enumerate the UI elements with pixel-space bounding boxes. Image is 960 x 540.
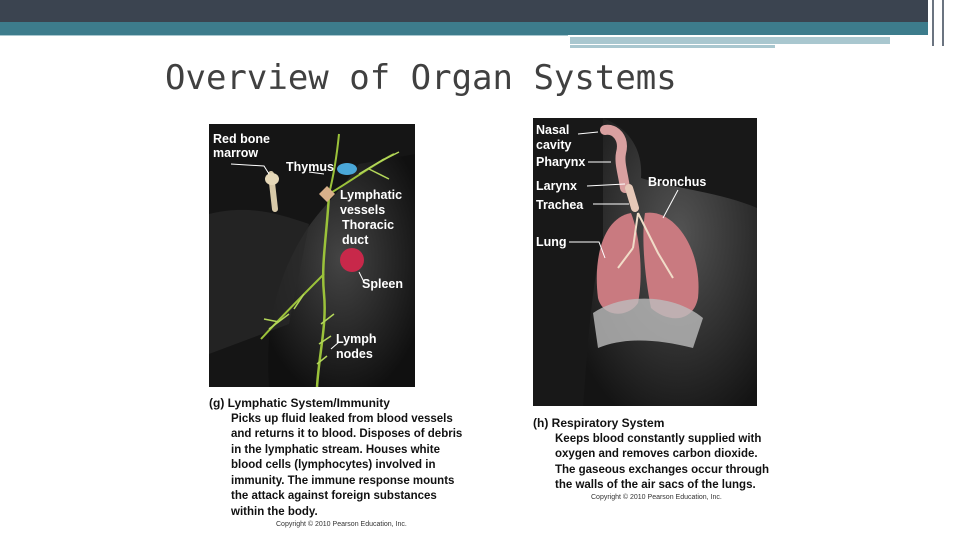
lymphatic-system-figure: Red bone marrow Thymus Lymphatic vessels… <box>209 124 415 387</box>
caption-line: the attack against foreign substances <box>231 490 437 502</box>
lymphatic-caption: (g) Lymphatic System/Immunity Picks up f… <box>209 396 499 520</box>
caption-heading: (h) Respiratory System <box>533 416 665 430</box>
label-line: Lymph <box>336 332 377 346</box>
header-bar-dark <box>0 0 928 22</box>
caption-line: the walls of the air sacs of the lungs. <box>555 479 756 491</box>
label-spleen: Spleen <box>362 277 403 291</box>
respiratory-caption: (h) Respiratory System Keeps blood const… <box>533 416 813 494</box>
label-red-bone-marrow: Red bone marrow <box>213 132 270 160</box>
caption-line: The gaseous exchanges occur through <box>555 463 770 476</box>
label-lung: Lung <box>536 235 567 249</box>
caption-line: immunity. The immune response mounts <box>231 474 455 487</box>
respiratory-system-figure: Nasal cavity Pharynx Larynx Trachea Lung… <box>533 118 757 406</box>
caption-line: and returns it to blood. Disposes of deb… <box>231 428 463 440</box>
header-bar-teal <box>0 22 928 35</box>
label-line: cavity <box>536 138 572 152</box>
label-nasal-cavity: Nasal cavity <box>536 123 571 153</box>
caption-line: Picks up fluid leaked from blood vessels <box>231 412 453 425</box>
caption-heading: (g) Lymphatic System/Immunity <box>209 396 390 410</box>
page-title: Overview of Organ Systems <box>165 58 677 98</box>
header-rule <box>0 35 568 36</box>
header-accent-bar <box>570 37 890 44</box>
label-trachea: Trachea <box>536 198 584 212</box>
caption-body: Keeps blood constantly supplied with oxy… <box>533 432 813 494</box>
label-line: Lymphatic <box>340 188 403 202</box>
caption-line: blood cells (lymphocytes) involved in <box>231 459 436 471</box>
label-lymphatic-vessels: Lymphatic vessels <box>340 188 402 218</box>
label-line: duct <box>342 233 369 247</box>
caption-line: within the body. <box>231 505 318 518</box>
respiratory-illustration <box>533 118 757 406</box>
header-vertical-line <box>942 0 944 46</box>
label-line: Thoracic <box>342 218 395 232</box>
label-thymus: Thymus <box>286 160 334 174</box>
label-line: vessels <box>340 203 386 217</box>
caption-line: in the lymphatic stream. Houses white <box>231 443 440 456</box>
lymphatic-illustration <box>209 124 415 387</box>
header-vertical-line <box>932 0 934 46</box>
label-line: marrow <box>213 146 259 160</box>
label-lymph-nodes: Lymph nodes <box>336 332 377 362</box>
label-line: Red bone <box>213 132 270 146</box>
caption-line: oxygen and removes carbon dioxide. <box>555 448 758 460</box>
lymphatic-copyright: Copyright © 2010 Pearson Education, Inc. <box>276 521 407 528</box>
label-larynx: Larynx <box>536 179 577 193</box>
label-thoracic-duct: Thoracic duct <box>342 218 394 248</box>
label-line: Nasal <box>536 123 570 137</box>
caption-body: Picks up fluid leaked from blood vessels… <box>209 412 499 521</box>
header-accent-bar-thin <box>570 45 775 48</box>
respiratory-copyright: Copyright © 2010 Pearson Education, Inc. <box>591 494 722 501</box>
label-line: nodes <box>336 347 373 361</box>
label-pharynx: Pharynx <box>536 155 586 169</box>
label-bronchus: Bronchus <box>648 175 707 189</box>
caption-line: Keeps blood constantly supplied with <box>555 432 762 445</box>
